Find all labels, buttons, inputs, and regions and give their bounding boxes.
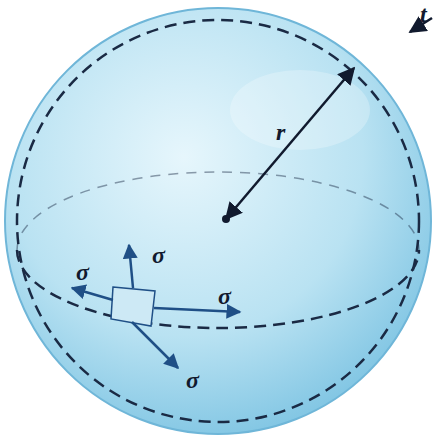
stress-label: σ [76, 260, 89, 284]
stress-arrow-right [154, 308, 240, 312]
outer-surface [5, 8, 431, 434]
stress-label: σ [186, 368, 199, 392]
equator-back [17, 172, 419, 250]
stress-arrow-down [132, 322, 178, 368]
thickness-label: t [420, 2, 427, 26]
stress-arrow-left [72, 288, 113, 300]
stress-label: σ [152, 243, 165, 267]
radius-label: r [276, 120, 285, 144]
radius-line [226, 68, 354, 219]
stress-element [111, 287, 155, 326]
highlight [230, 70, 370, 150]
stress-arrow-up [129, 245, 133, 288]
stress-label: σ [218, 284, 231, 308]
inner-surface [17, 20, 419, 422]
equator-front [17, 250, 419, 328]
